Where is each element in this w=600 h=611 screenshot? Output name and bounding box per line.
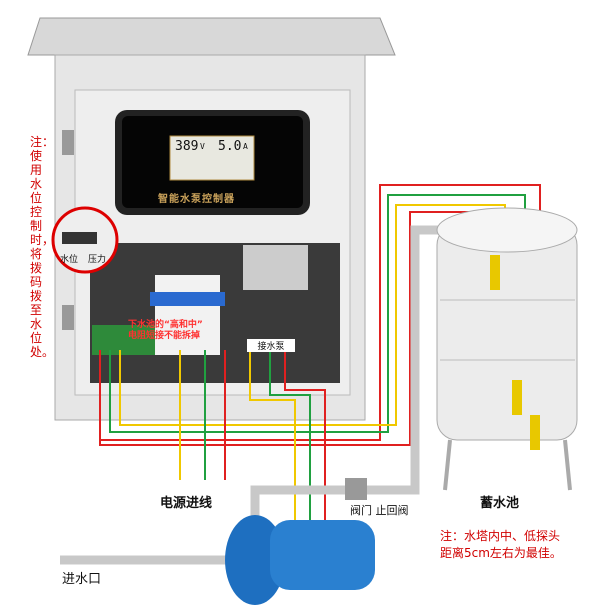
hinge-top xyxy=(62,130,74,155)
warning-note: 下水池的“高和中” 电阻短接不能拆掉 xyxy=(128,320,203,342)
valve xyxy=(345,478,367,500)
tank-label: 蓄水池 xyxy=(480,496,520,511)
inlet-label: 进水口 xyxy=(62,572,102,587)
lcd-voltage-unit: V xyxy=(200,142,205,151)
probe-high xyxy=(490,255,500,290)
switch-water-level: 水位 xyxy=(60,255,79,265)
cabinet-roof xyxy=(27,17,396,56)
right-note: 注：水塔内中、低探头 距离5cm左右为最佳。 xyxy=(440,528,562,562)
pump-terminal-label: 接水泵 xyxy=(247,339,295,352)
left-note: 注：使用水位控制时，将拨码拨至水位处。 xyxy=(30,135,55,359)
hinge-bottom xyxy=(62,305,74,330)
water-pump xyxy=(225,515,285,605)
warning-line-1: 下水池的“高和中” xyxy=(128,320,203,330)
warning-line-2: 电阻短接不能拆掉 xyxy=(128,331,201,341)
right-note-line-2: 距离5cm左右为最佳。 xyxy=(440,546,562,560)
valve-label: 阀门 止回阀 xyxy=(350,504,409,517)
brand-label: 智能水泵控制器 xyxy=(158,194,235,205)
switch-pressure: 压力 xyxy=(88,255,107,265)
circuit-breaker xyxy=(155,275,220,355)
storage-tank xyxy=(436,224,578,441)
lcd-voltage: 389 xyxy=(175,139,199,154)
probe-mid xyxy=(512,380,522,415)
lcd-current-unit: A xyxy=(243,142,248,151)
lcd-screen xyxy=(169,135,255,181)
probe-low xyxy=(530,415,540,450)
lcd-current: 5.0 xyxy=(218,139,242,154)
contactor xyxy=(243,245,308,290)
right-note-line-1: 注：水塔内中、低探头 xyxy=(440,529,561,543)
power-in-label: 电源进线 xyxy=(160,496,213,511)
